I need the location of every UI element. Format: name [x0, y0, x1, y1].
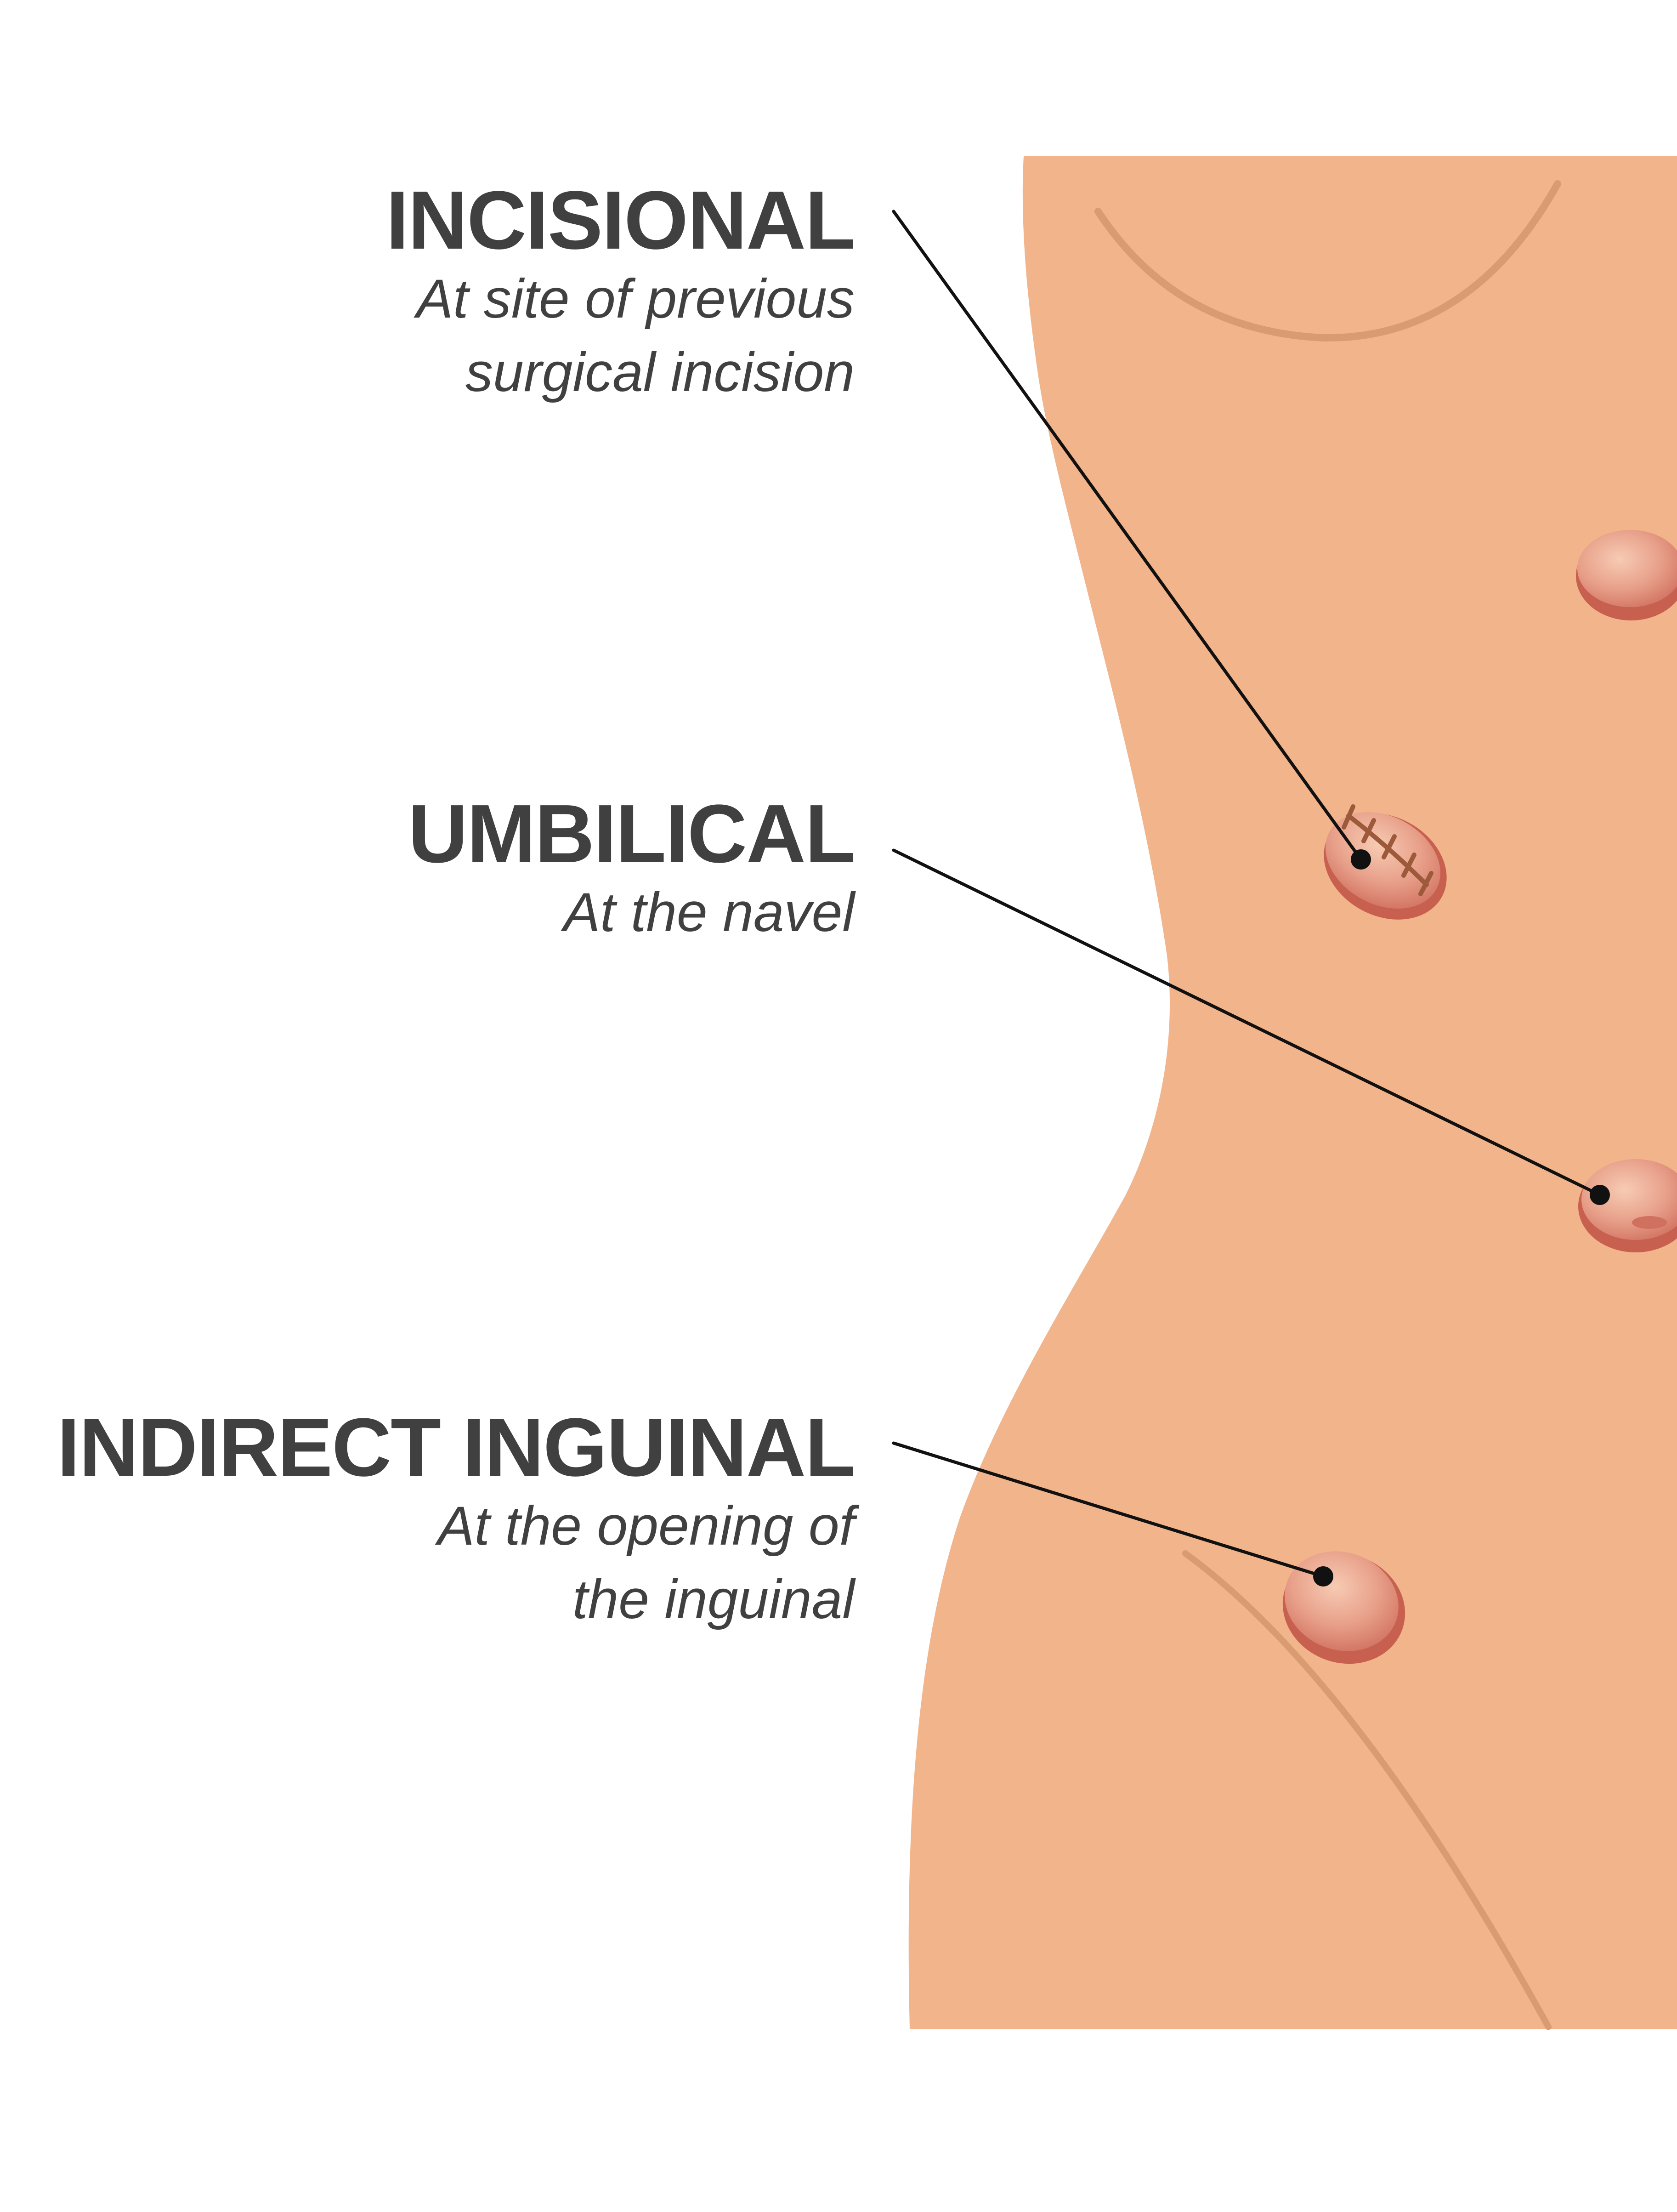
incisional-leader-line [892, 210, 1363, 861]
inguinal-marker-dot [1313, 1566, 1333, 1586]
umbilical-marker-dot [1590, 1185, 1610, 1205]
chest-crease [1094, 180, 1561, 342]
incisional-label: INCISIONAL At site of previous surgical … [386, 179, 855, 409]
torso-silhouette [908, 156, 1677, 2029]
umbilical-hernia [1578, 1159, 1677, 1252]
surgical-stitches [1342, 804, 1433, 896]
incisional-desc-line1: At site of previous [416, 268, 855, 330]
inguinal-leader-line [892, 1441, 1325, 1578]
umbilical-leader-line [892, 848, 1602, 1197]
incisional-marker-dot [1351, 849, 1371, 870]
indirect-inguinal-desc-line2: the inguinal [572, 1569, 855, 1630]
hernia-bulge-partial [1576, 530, 1677, 620]
groin-crease [1182, 1550, 1552, 2030]
incisional-desc-line2: surgical incision [465, 341, 855, 403]
umbilical-desc-line1: At the navel [563, 881, 855, 943]
indirect-inguinal-desc-line1: At the opening of [437, 1495, 855, 1557]
incisional-title: INCISIONAL [385, 174, 855, 267]
indirect-inguinal-title: INDIRECT INGUINAL [57, 1401, 855, 1494]
navel [1632, 1216, 1667, 1229]
incisional-hernia [1324, 804, 1447, 920]
umbilical-title: UMBILICAL [408, 788, 855, 880]
umbilical-label: UMBILICAL At the navel [408, 793, 855, 949]
indirect-inguinal-label: INDIRECT INGUINAL At the opening of the … [57, 1406, 855, 1636]
